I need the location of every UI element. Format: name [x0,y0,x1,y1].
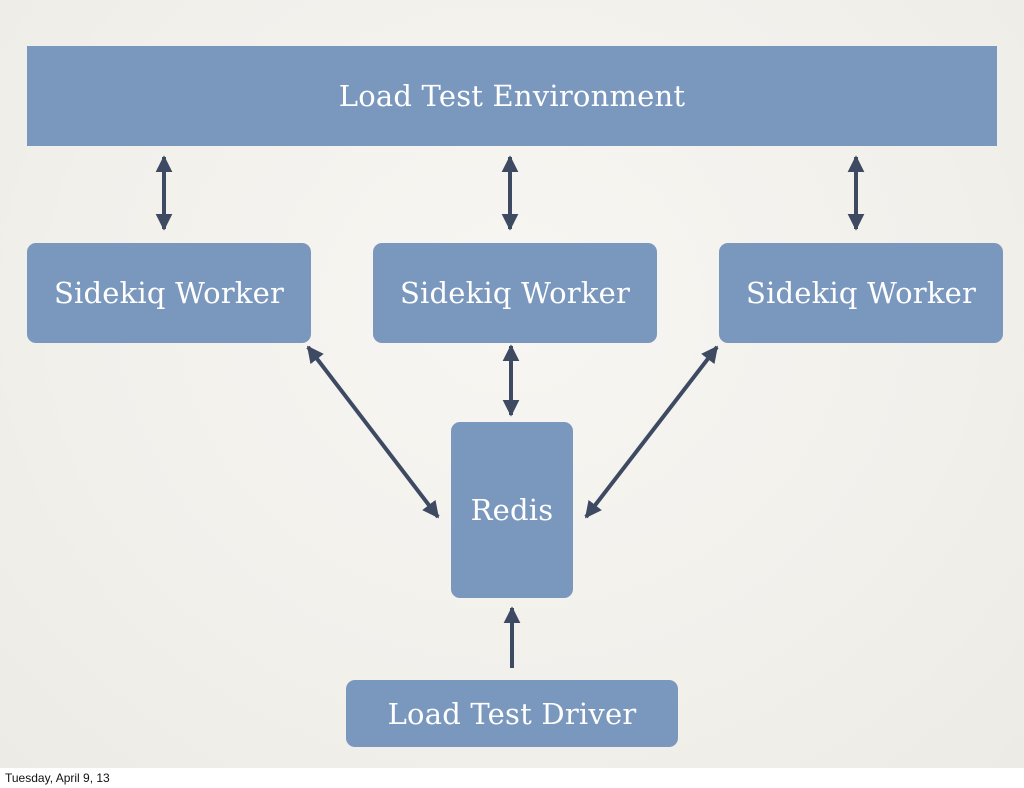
slide-canvas: Load Test Environment Sidekiq Worker Sid… [0,0,1024,768]
sidekiq-worker-label-1: Sidekiq Worker [53,276,285,310]
redis-box: Redis [451,422,573,598]
footer-date: Tuesday, April 9, 13 [5,771,110,785]
sidekiq-worker-label-3: Sidekiq Worker [745,276,977,310]
load-test-environment-box: Load Test Environment [27,46,997,146]
load-test-environment-label: Load Test Environment [338,79,686,113]
load-test-driver-label: Load Test Driver [387,696,637,731]
sidekiq-worker-box-1: Sidekiq Worker [27,243,311,343]
sidekiq-worker-box-3: Sidekiq Worker [719,243,1003,343]
load-test-driver-box: Load Test Driver [346,680,678,747]
arrow-worker-3-redis [584,345,719,519]
footer-bar: Tuesday, April 9, 13 [0,768,1024,788]
connector-arrows [155,155,865,668]
sidekiq-worker-label-2: Sidekiq Worker [399,276,631,310]
redis-label: Redis [470,493,554,527]
sidekiq-worker-box-2: Sidekiq Worker [373,243,657,343]
arrow-worker-1-redis [306,345,440,519]
